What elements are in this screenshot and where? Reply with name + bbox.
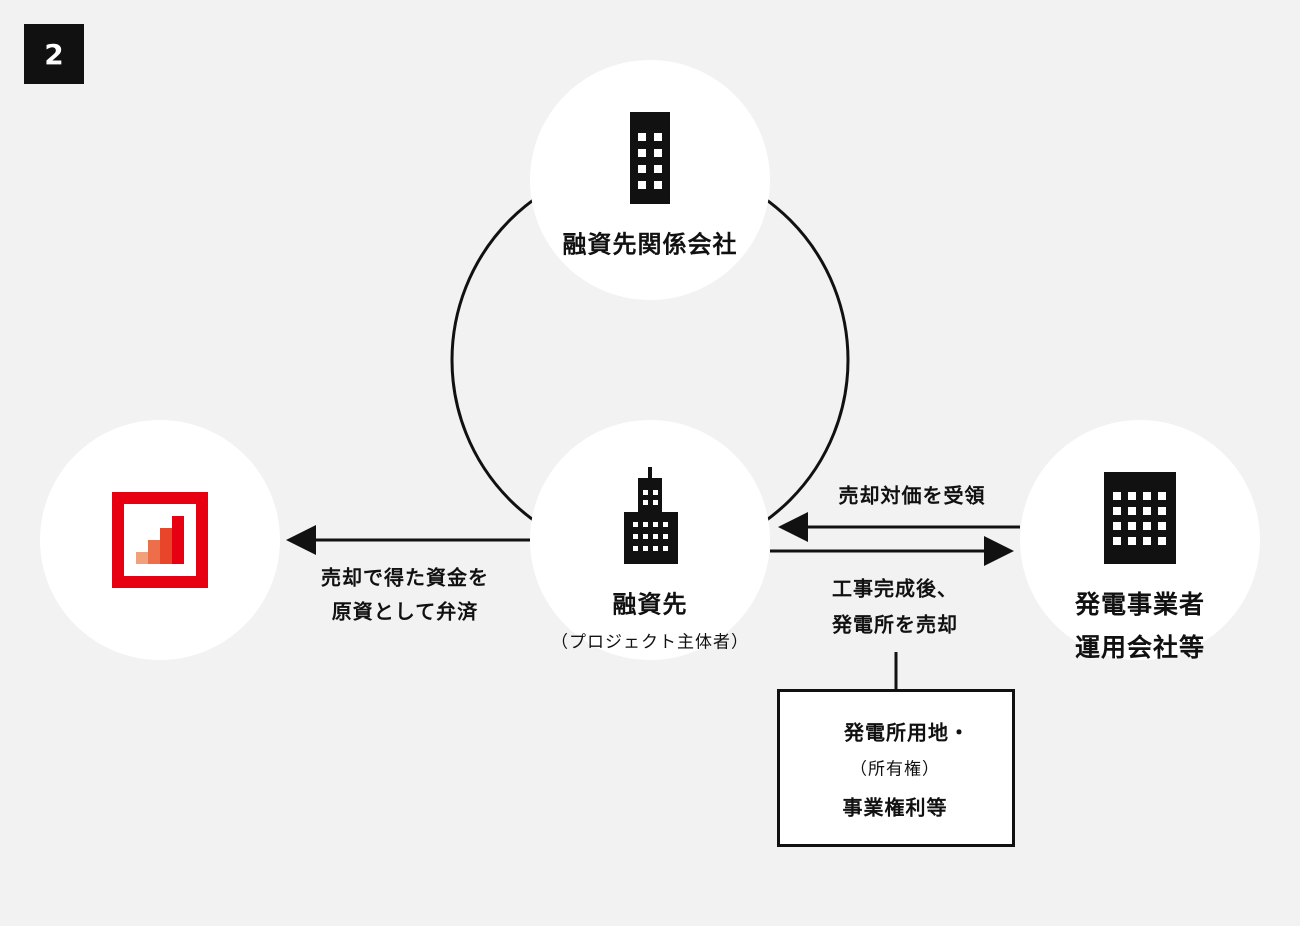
window: [1143, 507, 1151, 515]
operator-label-1: 発電事業者: [1074, 590, 1206, 619]
bank-logo-icon: [112, 492, 208, 588]
window: [1113, 507, 1121, 515]
asset-box: [777, 689, 1015, 847]
window: [1128, 537, 1136, 545]
power-company-building-icon: [1104, 472, 1176, 564]
window: [1128, 492, 1136, 500]
window: [1158, 522, 1166, 530]
sell-label-2: 発電所を売却: [832, 612, 958, 637]
related-company-label: 融資先関係会社: [562, 230, 738, 259]
window: [1143, 492, 1151, 500]
asset-label-2: （所有権）: [850, 759, 940, 780]
office-tower-icon: [624, 467, 678, 564]
window: [1128, 522, 1136, 530]
borrower-label: 融資先: [612, 590, 688, 619]
window: [1143, 522, 1151, 530]
repay-label-1: 売却で得た資金を: [321, 565, 489, 590]
building-icon: [630, 112, 670, 204]
window: [1158, 507, 1166, 515]
window: [1143, 537, 1151, 545]
step-badge: 2: [24, 24, 84, 84]
window: [1158, 492, 1166, 500]
window: [1128, 507, 1136, 515]
window: [1113, 492, 1121, 500]
window: [1113, 537, 1121, 545]
receive-label: 売却対価を受領: [838, 483, 986, 508]
asset-label-1: 発電所用地・: [844, 720, 970, 745]
repay-label-2: 原資として弁済: [331, 599, 479, 624]
asset-label-3: 事業権利等: [842, 795, 948, 820]
sell-label-1: 工事完成後、: [832, 576, 958, 601]
operator-label-2: 運用会社等: [1074, 633, 1206, 662]
borrower-sub-label: （プロジェクト主体者）: [551, 632, 749, 653]
window: [1158, 537, 1166, 545]
window: [1113, 522, 1121, 530]
